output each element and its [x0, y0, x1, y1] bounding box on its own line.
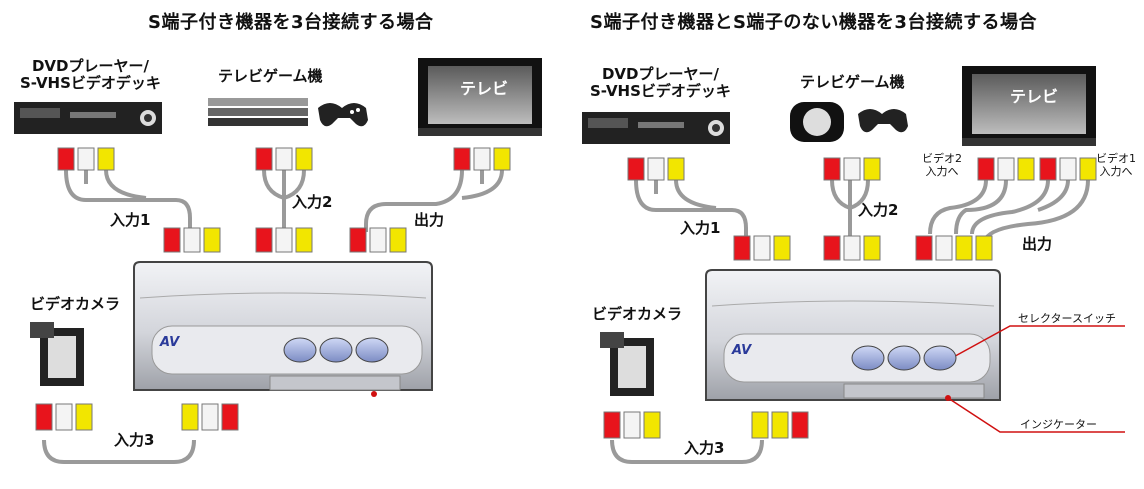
left-brand-logo: AV	[160, 335, 180, 350]
right-indicator-light	[945, 395, 951, 401]
right-camera-icon	[600, 332, 654, 396]
right-input1-plugs	[733, 235, 791, 261]
right-game-label: テレビゲーム機	[800, 73, 905, 91]
selector-switch-callout: セレクタースイッチ	[1018, 312, 1117, 325]
right-output-plugs	[915, 235, 993, 261]
left-diagram	[14, 58, 542, 464]
right-input3-label: 入力3	[684, 439, 725, 457]
left-indicator-light	[371, 391, 377, 397]
left-camera-label: ビデオカメラ	[30, 295, 121, 313]
left-input3-label: 入力3	[114, 431, 155, 449]
left-input3-plugs	[35, 403, 239, 431]
left-selector-button-3[interactable]	[355, 337, 389, 363]
right-game-controller-icon	[858, 109, 908, 133]
right-input2-label: 入力2	[858, 201, 899, 219]
right-cables	[610, 179, 1090, 464]
right-tv-screen-text: テレビ	[1010, 87, 1059, 106]
left-selector-button-1[interactable]	[283, 337, 317, 363]
right-video1-input-label: ビデオ1 入力へ	[1096, 152, 1136, 178]
left-input2-plugs	[255, 227, 313, 253]
left-input2-label: 入力2	[292, 193, 333, 211]
left-tv-screen-text: テレビ	[460, 79, 509, 98]
left-output-plugs	[349, 227, 407, 253]
callout-lines	[947, 325, 1125, 433]
left-cables	[42, 169, 504, 464]
right-input1-label: 入力1	[680, 219, 721, 237]
right-brand-logo: AV	[732, 343, 752, 358]
right-tv-video2-plugs	[977, 157, 1035, 181]
left-selector-button-2[interactable]	[319, 337, 353, 363]
right-selector-button-1[interactable]	[851, 345, 885, 371]
left-game-console-icon	[208, 98, 308, 126]
right-camera-label: ビデオカメラ	[592, 305, 683, 323]
left-camera-icon	[30, 322, 84, 386]
right-dvd-label: DVDプレーヤー/ S-VHSビデオデッキ	[590, 65, 731, 100]
right-dvd-player-icon	[582, 112, 730, 144]
left-game-label: テレビゲーム機	[218, 67, 323, 85]
right-dvd-plugs	[627, 157, 685, 181]
right-diagram-title: S端子付き機器とS端子のない機器を3台接続する場合	[590, 12, 1037, 33]
left-game-plugs	[255, 147, 313, 171]
left-input1-label: 入力1	[110, 211, 151, 229]
right-diagram	[582, 66, 1125, 464]
left-dvd-label: DVDプレーヤー/ S-VHSビデオデッキ	[20, 57, 161, 92]
right-av-selector-box	[705, 269, 1001, 401]
right-tv-video1-plugs	[1039, 157, 1097, 181]
right-game-plugs	[823, 157, 881, 181]
left-tv-icon	[418, 58, 542, 136]
left-diagram-title: S端子付き機器を3台接続する場合	[148, 12, 434, 33]
right-tv-icon	[962, 66, 1096, 146]
right-selector-button-2[interactable]	[887, 345, 921, 371]
left-output-label: 出力	[414, 211, 445, 229]
left-input1-plugs	[163, 227, 221, 253]
right-game-console-icon	[790, 102, 844, 142]
left-av-selector-box	[133, 261, 433, 391]
left-tv-plugs	[453, 147, 511, 171]
right-selector-button-3[interactable]	[923, 345, 957, 371]
indicator-callout: インジケーター	[1020, 418, 1097, 431]
left-dvd-plugs	[57, 147, 115, 171]
right-input2-plugs	[823, 235, 881, 261]
right-output-label: 出力	[1022, 235, 1053, 253]
left-game-controller-icon	[318, 103, 368, 127]
right-video2-input-label: ビデオ2 入力へ	[922, 152, 962, 178]
right-input3-plugs	[603, 411, 809, 439]
left-dvd-player-icon	[14, 102, 162, 134]
